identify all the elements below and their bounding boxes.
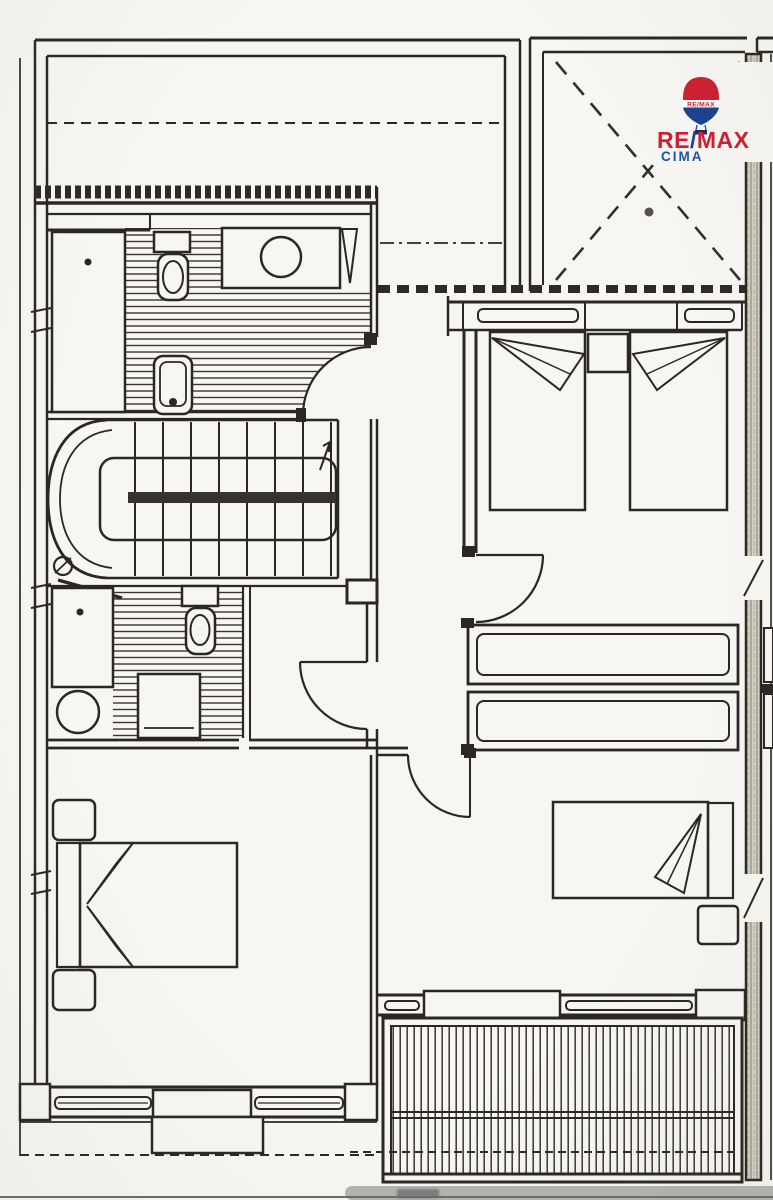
- wall-joint-ticks: [30, 307, 52, 895]
- pillow: [653, 813, 702, 895]
- double-height-void: [378, 36, 773, 293]
- level-mark: [52, 555, 74, 577]
- balloon-text: RE/MAX: [687, 101, 715, 108]
- nightstand: [696, 904, 740, 946]
- pillow: [491, 337, 586, 392]
- balcony-decking: [390, 1025, 735, 1175]
- wall-pier: [422, 989, 562, 1021]
- wall-pier: [151, 1088, 253, 1119]
- window: [684, 308, 735, 323]
- door-swing-arc: [298, 661, 368, 731]
- wall-post: [18, 1082, 52, 1122]
- upper-terrace: [35, 122, 505, 244]
- caption-text-smudge: [397, 1189, 439, 1198]
- pillow: [86, 905, 134, 968]
- door-swing-arc: [406, 754, 471, 819]
- toilet-2: [180, 584, 220, 656]
- nightstand: [586, 332, 630, 374]
- rear-balcony: [350, 1016, 744, 1184]
- basin: [259, 235, 303, 279]
- shower-tray-2: [50, 586, 115, 689]
- round-washbasin: [55, 689, 101, 735]
- twin-bed-left: [488, 330, 587, 512]
- single-bedroom: [377, 748, 747, 1022]
- nightstand: [51, 968, 97, 1012]
- remax-cima-text: CIMA: [661, 149, 704, 164]
- neighbor-wardrobe-partial: [763, 693, 773, 749]
- shower-drain: [84, 258, 92, 266]
- wardrobes: [461, 618, 740, 755]
- toilet: [152, 230, 192, 302]
- remax-balloon-icon: RE/MAX: [683, 77, 719, 135]
- void-cross-dashed-line: [555, 61, 741, 281]
- twin-bedroom: [446, 296, 745, 624]
- wall-post: [694, 988, 747, 1022]
- pillar: [345, 578, 379, 605]
- remax-logo: RE/MAX RE/MAX CIMA: [640, 62, 772, 164]
- outer-walls: [19, 38, 522, 1156]
- double-bed: [55, 841, 239, 969]
- bathroom-1: [35, 201, 379, 422]
- stair-handrail: [128, 492, 336, 503]
- ink-blot: [644, 207, 654, 217]
- single-bed: [551, 800, 735, 900]
- bidet: [152, 354, 194, 416]
- hallway: [298, 419, 379, 755]
- staircase: [46, 418, 340, 580]
- remax-wordmark: RE/MAX: [657, 127, 750, 153]
- window: [254, 1096, 344, 1110]
- window: [565, 1000, 693, 1011]
- wall-post: [343, 1082, 379, 1122]
- door-leaf-mark: [340, 228, 359, 284]
- nightstand: [51, 798, 97, 842]
- window: [384, 1000, 420, 1011]
- bathroom-2: [46, 578, 408, 750]
- bathroom-cabinet: [136, 672, 202, 740]
- headboard: [706, 801, 735, 900]
- neighbor-wardrobe-partial: [763, 627, 773, 683]
- headboard: [55, 841, 82, 969]
- doorstep: [150, 1115, 265, 1155]
- stair-direction-arrow: [319, 441, 331, 471]
- double-bedroom: [18, 738, 379, 1156]
- door-swing-arc: [475, 554, 545, 624]
- window: [54, 1096, 152, 1110]
- twin-bed-right: [628, 330, 729, 512]
- pillow: [631, 337, 726, 392]
- photo-bottom-edge: [0, 1196, 773, 1198]
- door-swing-arc: [301, 345, 372, 416]
- party-wall: [743, 52, 773, 1182]
- window: [477, 308, 579, 323]
- washbasin-counter: [220, 226, 342, 290]
- pillow: [86, 842, 134, 905]
